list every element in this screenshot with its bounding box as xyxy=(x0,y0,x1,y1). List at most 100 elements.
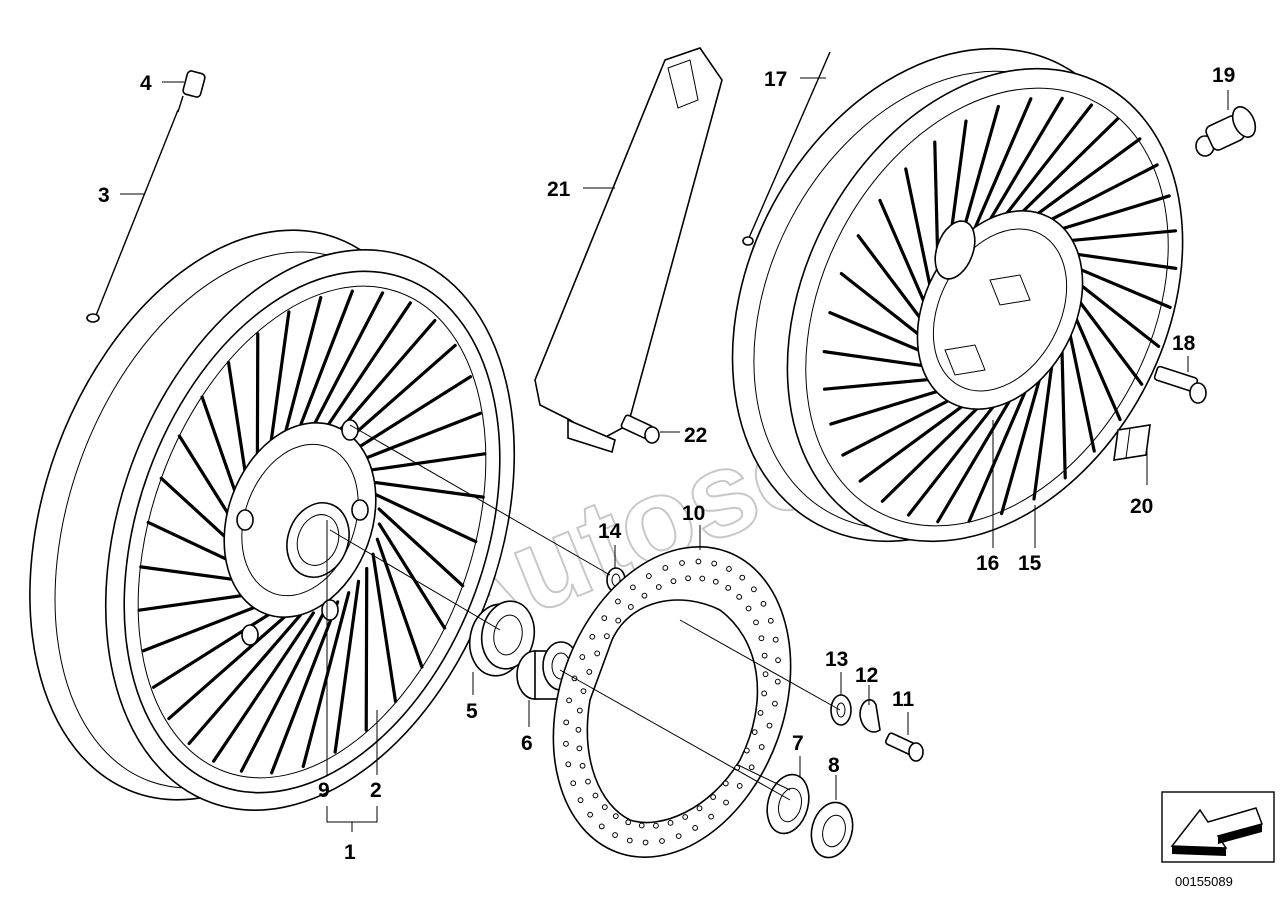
label-part-15: 15 xyxy=(1018,552,1042,575)
spoke xyxy=(1035,163,1159,229)
part-10-brake-disc xyxy=(552,546,792,858)
rear-wheel xyxy=(29,229,516,811)
label-part-11: 11 xyxy=(892,688,915,711)
spoke xyxy=(187,612,303,746)
disc-hole xyxy=(775,657,781,664)
disc-hole xyxy=(761,690,768,697)
spoke xyxy=(967,378,1032,523)
label-part-17: 17 xyxy=(764,68,787,91)
part-17-spoke xyxy=(742,51,831,246)
spoke xyxy=(822,376,944,391)
spoke xyxy=(301,591,351,769)
disc-hole xyxy=(601,804,608,810)
disc-hole xyxy=(762,671,769,678)
label-part-6: 6 xyxy=(521,732,533,755)
spoke xyxy=(1073,294,1144,386)
disc-hole xyxy=(758,635,765,642)
spoke xyxy=(151,607,280,689)
spoke xyxy=(981,96,1064,234)
spoke xyxy=(377,507,465,588)
spoke xyxy=(1009,117,1120,226)
part-8-seal xyxy=(810,801,854,859)
label-part-1: 1 xyxy=(344,841,356,864)
spoke xyxy=(880,394,991,503)
spoke xyxy=(1046,194,1171,235)
label-part-3: 3 xyxy=(98,184,110,207)
spoke xyxy=(344,375,473,457)
disc-hole xyxy=(592,792,599,799)
spoke xyxy=(856,234,927,326)
disc-hole xyxy=(675,833,682,840)
part-20-weight xyxy=(1113,424,1151,461)
spoke xyxy=(333,579,361,754)
disc-hole xyxy=(662,564,669,571)
spoke xyxy=(1064,251,1178,270)
label-part-20: 20 xyxy=(1130,495,1153,518)
disc-hole xyxy=(708,813,715,820)
spoke xyxy=(1032,355,1055,501)
disc-hole xyxy=(736,594,743,600)
disc-hole xyxy=(685,575,691,582)
disc-hole xyxy=(757,710,764,716)
spoke xyxy=(1060,341,1067,480)
front-wheel xyxy=(731,47,1184,543)
disc-hole xyxy=(645,573,652,579)
disc-hole xyxy=(743,747,750,754)
spoke xyxy=(858,394,978,483)
disc-hole xyxy=(745,605,752,612)
label-part-5: 5 xyxy=(466,700,478,723)
disc-hole xyxy=(615,617,622,624)
disc-hole xyxy=(679,560,685,566)
disc-hole xyxy=(563,719,570,726)
spoke xyxy=(375,537,424,669)
label-part-22: 22 xyxy=(684,424,707,447)
disc-hole xyxy=(766,722,773,729)
disc-hole xyxy=(576,707,583,714)
spoke xyxy=(141,600,270,653)
disc-hole xyxy=(625,819,632,826)
label-part-7: 7 xyxy=(792,732,804,755)
spoke xyxy=(1071,310,1122,422)
part-5-bearing xyxy=(468,600,536,677)
disc-hole xyxy=(750,586,757,593)
disc-hole xyxy=(712,578,719,585)
label-part-4: 4 xyxy=(140,72,152,95)
disc-hole xyxy=(570,780,577,787)
disc-hole xyxy=(774,678,781,685)
disc-hole xyxy=(710,794,717,800)
disc-hole xyxy=(761,652,768,659)
part-11-bolt xyxy=(885,732,924,762)
disc-hole xyxy=(627,604,634,610)
disc-hole xyxy=(642,839,649,846)
disc-hole xyxy=(589,633,596,640)
disc-hole xyxy=(563,740,569,747)
disc-hole xyxy=(577,797,584,804)
disc-hole xyxy=(586,669,593,675)
disc-hole xyxy=(772,636,779,643)
spoke xyxy=(828,311,931,356)
spoke xyxy=(137,591,261,612)
disc-hole xyxy=(629,584,636,591)
disc-hole xyxy=(748,764,755,771)
disc-hole xyxy=(667,819,674,826)
disc-hole xyxy=(587,811,594,818)
spoke xyxy=(377,522,447,630)
disc-hole xyxy=(585,778,591,785)
disc-hole xyxy=(736,783,743,789)
spoke xyxy=(904,167,933,295)
spoke xyxy=(841,391,965,457)
disc-hole xyxy=(753,619,759,626)
disc-hole xyxy=(711,560,718,567)
disc-hole xyxy=(653,822,659,829)
disc-hole xyxy=(598,823,605,830)
disc-hole xyxy=(723,799,729,806)
spoke xyxy=(167,611,291,721)
spoke xyxy=(371,552,398,704)
reference-number: 00155089 xyxy=(1175,874,1233,889)
disc-hole xyxy=(576,745,583,752)
part-3-spoke xyxy=(86,109,179,323)
label-part-12: 12 xyxy=(855,664,878,687)
spoke xyxy=(364,566,369,732)
label-part-14: 14 xyxy=(598,520,622,543)
disc-hole xyxy=(772,700,778,707)
